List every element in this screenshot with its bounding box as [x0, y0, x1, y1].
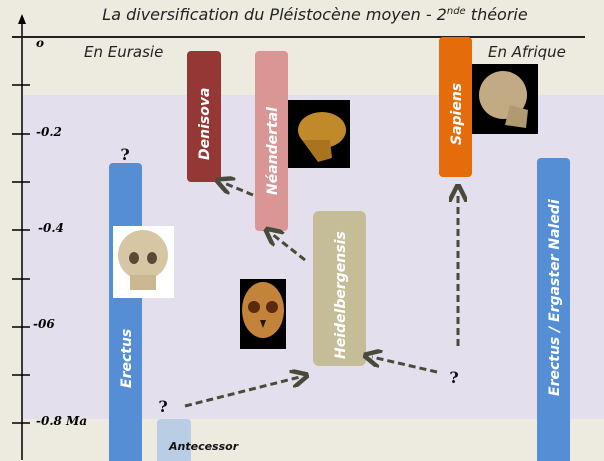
question-mark: ? [449, 368, 458, 387]
axis-label: -0.8 Ma [36, 414, 87, 428]
arrow-antecessor-to-heidelbergensis [184, 377, 300, 408]
denisova-bar [187, 51, 221, 182]
erectus-skull-image [113, 226, 174, 298]
heidelbergensis-bar [313, 211, 366, 366]
heidelbergensis-skull-image [240, 279, 286, 349]
axis-label: o [36, 36, 44, 50]
region-africa: En Afrique [488, 43, 566, 61]
sapiens-label: Sapiens [449, 83, 465, 145]
naledi-bar [537, 158, 570, 461]
axis-arrow-icon [18, 14, 26, 24]
region-eurasia: En Eurasie [84, 43, 163, 61]
question-mark: ? [158, 397, 167, 416]
naledi-label: Erectus / Ergaster Naledi [547, 199, 563, 396]
axis-label: -0.4 [38, 221, 64, 235]
neandertal-skull-image [288, 100, 350, 168]
heidelbergensis-label: Heidelbergensis [333, 231, 349, 359]
axis-ticks [12, 84, 30, 424]
question-mark: ? [120, 145, 129, 164]
axis-label: -06 [33, 317, 55, 331]
neandertal-label: Néandertal [265, 107, 281, 195]
erectus-bar [109, 163, 142, 461]
neandertal-bar [255, 51, 288, 231]
antecessor-label: Antecessor [168, 440, 239, 453]
title: La diversification du Pléistocène moyen … [102, 5, 528, 24]
arrow-heidelbergensis-to-neandertal [272, 234, 306, 262]
arrow-africa-to-heidelbergensis [372, 357, 438, 374]
antecessor-bar [157, 419, 191, 461]
sapiens-skull-image [472, 64, 538, 134]
arrow-neandertal-to-denisova [224, 183, 254, 197]
denisova-label: Denisova [197, 88, 213, 160]
sapiens-bar [439, 37, 472, 177]
axis-label: -0.2 [36, 125, 62, 139]
erectus-label: Erectus [119, 329, 135, 388]
